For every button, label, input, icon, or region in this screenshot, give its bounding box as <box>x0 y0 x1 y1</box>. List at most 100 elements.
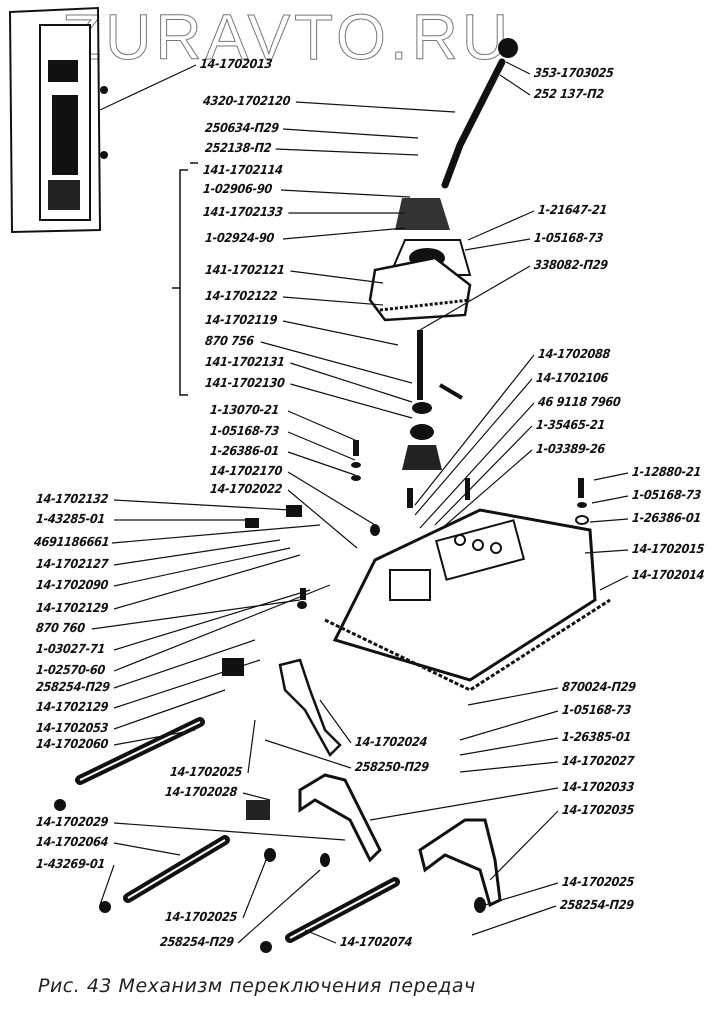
part-label: 870024-П29 <box>561 679 637 694</box>
top-cover <box>368 256 472 322</box>
leader-line <box>242 792 271 801</box>
leader-line <box>113 589 311 651</box>
leader-line <box>282 128 419 139</box>
leader-line <box>282 296 384 306</box>
part-label: 870 760 <box>35 620 86 635</box>
part-label: 141-1702130 <box>204 375 286 390</box>
part-label: 14-1702027 <box>561 753 635 768</box>
part-label: 1-26386-01 <box>209 443 280 458</box>
part-label: 14-1702129 <box>35 699 109 714</box>
figure-caption: Рис. 43 Механизм переключения передач <box>38 975 476 997</box>
part-label: 14-1702122 <box>204 288 278 303</box>
leader-line <box>467 687 559 706</box>
part-label: 141-1702133 <box>202 204 284 219</box>
part-label: 870 756 <box>204 333 255 348</box>
part-label: 14-1702132 <box>35 491 109 506</box>
leader-line <box>113 689 226 730</box>
shift-pin <box>402 330 464 470</box>
leader-line <box>247 719 256 774</box>
leader-line <box>464 238 531 251</box>
part-label: 258254-П29 <box>159 934 235 949</box>
leader-line <box>593 472 629 481</box>
leader-line <box>499 74 531 96</box>
part-label: 258250-П29 <box>354 759 430 774</box>
leader-line <box>484 882 559 906</box>
part-label: 14-1702064 <box>35 834 109 849</box>
part-label: 252138-П2 <box>204 140 272 155</box>
part-label: 1-43269-01 <box>35 856 106 871</box>
leader-lines <box>91 61 629 944</box>
leader-line <box>459 761 559 773</box>
leader-line <box>290 362 413 403</box>
leader-line <box>414 378 533 516</box>
leader-line <box>113 584 331 672</box>
part-label: 141-1702131 <box>204 354 286 369</box>
part-label: 46 9118 7960 <box>537 394 622 409</box>
leader-line <box>264 739 352 769</box>
leader-line <box>459 737 559 756</box>
leader-line <box>505 61 531 75</box>
leader-line <box>471 905 557 936</box>
leader-line <box>419 265 531 331</box>
part-label: 14-1702119 <box>204 312 278 327</box>
leader-line <box>113 539 281 566</box>
part-label: 141-1702114 <box>202 162 284 177</box>
part-label: 1-05168-73 <box>533 230 604 245</box>
gear-lever <box>388 38 518 276</box>
part-label: 1-21647-21 <box>537 202 608 217</box>
leader-line <box>282 227 406 240</box>
leader-line <box>113 842 181 856</box>
part-label: 1-02906-90 <box>202 181 273 196</box>
inset-view <box>8 6 108 234</box>
leader-line <box>287 451 356 476</box>
part-label: 14-1702053 <box>35 720 109 735</box>
part-label: 14-1702106 <box>535 370 609 385</box>
part-label: 250634-П29 <box>204 120 280 135</box>
part-label: 1-13070-21 <box>209 402 280 417</box>
leader-line <box>237 869 321 944</box>
part-label: 14-1702025 <box>169 764 243 779</box>
leader-line <box>113 729 196 746</box>
part-label: 14-1702022 <box>209 481 283 496</box>
leader-line <box>113 499 291 511</box>
leader-line <box>319 699 352 744</box>
watermark-text: ZURAVTO.RU <box>61 1 513 73</box>
leader-line <box>113 822 346 841</box>
part-label: 14-1702013 <box>199 56 273 71</box>
leader-line <box>99 64 197 111</box>
leader-line <box>113 639 256 689</box>
part-label: 14-1702090 <box>35 577 109 592</box>
part-label: 252 137-П2 <box>533 86 605 101</box>
part-label: 1-03389-26 <box>535 441 606 456</box>
leader-line <box>287 489 358 549</box>
group-bracket <box>172 162 198 396</box>
part-label: 4691186661 <box>33 534 111 549</box>
leader-line <box>282 320 399 346</box>
part-label: 14-1702024 <box>354 734 428 749</box>
leader-line <box>99 864 115 906</box>
part-label: 1-02570-60 <box>35 662 106 677</box>
part-label: 1-05168-73 <box>561 702 632 717</box>
leader-line <box>434 425 533 526</box>
part-label: 14-1702029 <box>35 814 109 829</box>
part-label: 1-12880-21 <box>631 464 702 479</box>
fasteners <box>245 440 589 680</box>
leader-line <box>419 402 535 529</box>
leader-line <box>489 810 559 881</box>
leader-line <box>111 524 321 544</box>
leader-line <box>287 471 376 526</box>
leader-line <box>113 659 261 709</box>
part-label: 14-1702028 <box>164 784 238 799</box>
part-label: 1-05168-73 <box>631 487 702 502</box>
leader-line <box>287 410 356 441</box>
part-label: 14-1702060 <box>35 736 109 751</box>
part-label: 1-43285-01 <box>35 511 106 526</box>
leader-line <box>591 495 629 504</box>
leader-line <box>584 549 629 554</box>
leader-line <box>290 270 384 284</box>
leader-line <box>459 710 559 741</box>
leader-line <box>439 449 533 531</box>
leader-line <box>467 210 535 241</box>
part-label: 1-26386-01 <box>631 510 702 525</box>
